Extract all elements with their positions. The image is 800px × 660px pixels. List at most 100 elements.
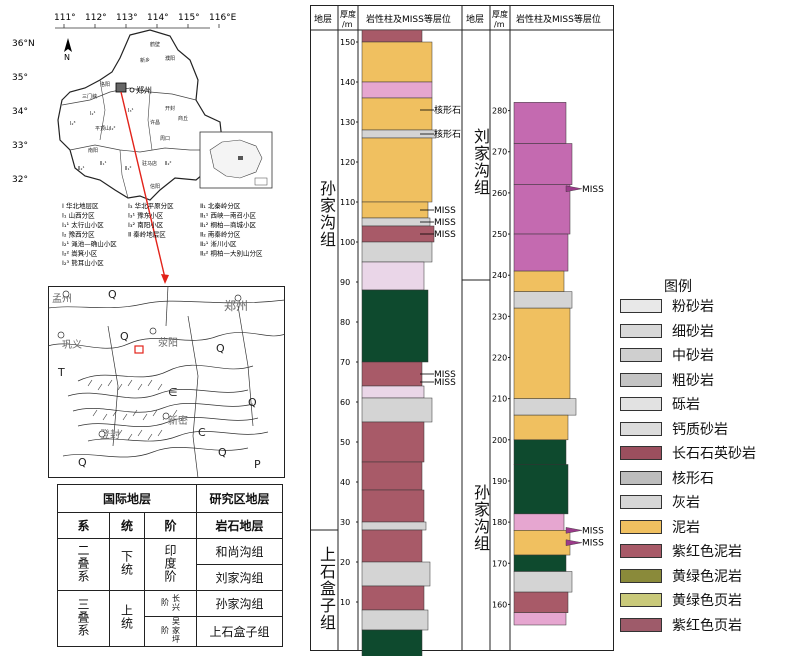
- legend-label: 灰岩: [672, 495, 700, 511]
- legend-label: 钙质砂岩: [672, 421, 728, 438]
- layer: [361, 397, 433, 423]
- layer: [361, 137, 433, 203]
- legend-item: 粗砂岩: [620, 370, 714, 390]
- lon-tick: 115°: [178, 13, 200, 23]
- annotation-label: MISS: [434, 230, 456, 240]
- layer: [513, 102, 567, 144]
- formation-shangshihezi: 上石盒子组: [317, 546, 336, 631]
- depth-tick: 160: [492, 600, 507, 609]
- legend-swatch: [620, 397, 662, 411]
- svg-text:岩性柱及MISS等层位: 岩性柱及MISS等层位: [516, 13, 601, 25]
- svg-text:周口: 周口: [160, 136, 170, 142]
- legend-item: 紫红色页岩: [620, 615, 742, 635]
- region-legend-item: Ⅰ₂ 豫西分区: [62, 230, 95, 239]
- connector-line: [120, 91, 166, 279]
- depth-tick: 260: [492, 189, 507, 198]
- layer: [361, 385, 425, 399]
- legend-swatch: [620, 372, 662, 387]
- layer: [361, 421, 425, 463]
- legend-swatch: [620, 470, 662, 485]
- layer: [513, 439, 567, 465]
- geological-map: 孟州 巩义 荥阳 郑州 新密 登封 Q Q Q Q Q Q T P ∈ C: [48, 286, 285, 478]
- layer: [361, 489, 425, 523]
- legend-label: 粗砂岩: [672, 372, 714, 389]
- layer: [513, 464, 569, 515]
- region-legend-item: Ⅱ₂¹ 淅川小区: [200, 239, 237, 248]
- lat-tick: 33°: [12, 141, 28, 151]
- svg-text:Ⅰ₂³: Ⅰ₂³: [70, 121, 75, 127]
- annotation-label: MISS: [434, 370, 456, 380]
- svg-text:Q: Q: [108, 288, 117, 301]
- legend-label: 泥岩: [672, 519, 700, 536]
- layer: [513, 513, 565, 531]
- place-xinmi: 新密: [168, 414, 188, 427]
- depth-tick: 110: [340, 198, 355, 207]
- study-area-marker: [115, 82, 127, 93]
- place-dengfeng: 登封: [100, 428, 120, 441]
- city-label: 郑州: [136, 85, 152, 95]
- legend-swatch: [620, 495, 662, 509]
- annotation-label: MISS: [434, 218, 456, 228]
- svg-text:地层: 地层: [466, 13, 484, 25]
- svg-text:Q: Q: [216, 342, 225, 355]
- region-legend-item: Ⅱ 秦岭地层区: [128, 230, 166, 239]
- layer: [513, 554, 567, 572]
- legend-label: 细砂岩: [672, 323, 714, 340]
- north-arrow-icon: N: [64, 38, 72, 62]
- legend-item: 钙质砂岩: [620, 419, 728, 439]
- depth-tick: 250: [492, 230, 507, 239]
- depth-tick: 50: [340, 438, 350, 447]
- legend-swatch: [620, 348, 662, 362]
- layer: [513, 233, 569, 272]
- lithologic-column: 地层 厚度 /m 岩性柱及MISS等层位 地层 厚度 /m 岩性柱及MISS等层…: [310, 5, 614, 656]
- legend-item: 中砂岩: [620, 345, 714, 365]
- svg-text:P: P: [254, 458, 261, 471]
- depth-tick: 140: [340, 78, 355, 87]
- legend-item: 黄绿色页岩: [620, 590, 742, 610]
- lon-tick: 111°: [54, 13, 76, 23]
- legend-swatch: [620, 446, 662, 460]
- stratigraphy-table: 国际地层 研究区地层 系 统 阶 岩石地层 二叠系 下统 印度阶 和尚沟组 刘家…: [57, 484, 283, 647]
- layer: [361, 361, 423, 387]
- legend-title: 图例: [664, 279, 692, 295]
- legend-label: 黄绿色页岩: [672, 593, 742, 609]
- depth-tick: 70: [340, 358, 350, 367]
- layer: [361, 289, 429, 363]
- legend-item: 紫红色泥岩: [620, 541, 742, 561]
- svg-text:Q: Q: [120, 330, 129, 343]
- layer: [361, 217, 431, 227]
- annotation-label: MISS: [582, 526, 604, 536]
- legend-item: 砾岩: [620, 394, 700, 414]
- region-legend-item: Ⅱ₁² 桐柏—商城小区: [200, 220, 256, 229]
- layers-right: [513, 102, 577, 626]
- svg-text:岩性柱及MISS等层位: 岩性柱及MISS等层位: [366, 13, 451, 25]
- layer: [513, 571, 573, 593]
- layer: [361, 261, 425, 291]
- header-international: 国际地层: [57, 484, 197, 513]
- depth-tick: 90: [340, 278, 350, 287]
- svg-text:Ⅰ₃¹: Ⅰ₃¹: [128, 108, 133, 114]
- layer: [361, 609, 429, 631]
- svg-text:开封: 开封: [165, 105, 175, 112]
- legend-swatch: [620, 323, 662, 338]
- province-outline: [57, 29, 223, 201]
- legend-label: 紫红色页岩: [672, 617, 742, 634]
- svg-text:三门峡: 三门峡: [82, 93, 97, 100]
- svg-text:T: T: [57, 366, 65, 379]
- layer: [361, 201, 429, 219]
- depth-tick: 240: [492, 271, 507, 280]
- layer: [361, 41, 433, 83]
- formation-liujiagou: 刘家沟组: [471, 128, 490, 196]
- depth-tick: 280: [492, 107, 507, 116]
- region-legend-item: Ⅰ₁¹ 太行山小区: [62, 220, 104, 229]
- svg-text:Ⅱ₁²: Ⅱ₁²: [125, 166, 131, 172]
- layer: [513, 184, 571, 235]
- region-legend-item: Ⅰ₃² 南阳小区: [128, 220, 164, 229]
- lon-tick: 114°: [147, 13, 169, 23]
- depth-tick: 20: [340, 558, 350, 567]
- annotation-label: MISS: [434, 378, 456, 388]
